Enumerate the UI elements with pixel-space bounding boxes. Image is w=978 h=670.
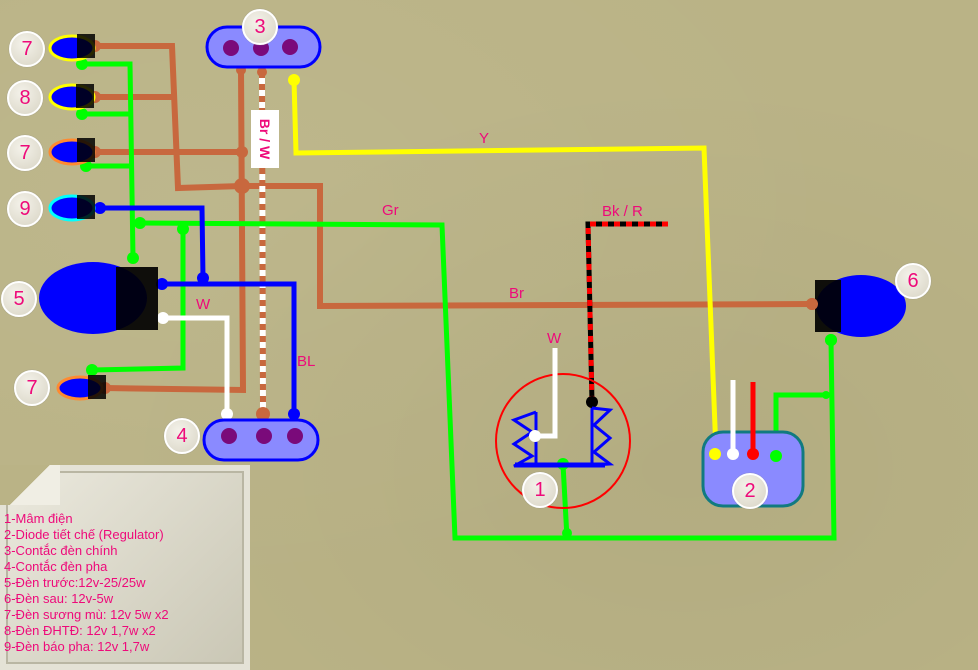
badge-high-beam-switch: 4 <box>164 418 200 454</box>
wire-label-green: Gr <box>382 202 399 219</box>
wire-label-white-headlight: W <box>196 296 211 313</box>
legend-item: 8-Đèn ĐHTĐ: 12v 1,7w x2 <box>4 623 156 638</box>
main-switch <box>205 25 322 69</box>
badge-fog-lamp-mid: 7 <box>7 135 43 171</box>
legend-item: 5-Đèn trước:12v-25/25w <box>4 575 146 590</box>
stator <box>495 348 631 509</box>
badge-stator: 1 <box>522 472 558 508</box>
legend-panel: 1-Mâm điện 2-Diode tiết chế (Regulator) … <box>0 465 250 670</box>
wire-label-brown: Br <box>509 285 524 302</box>
legend-item: 2-Diode tiết chế (Regulator) <box>4 527 164 542</box>
lamp-fog-bottom <box>56 375 106 401</box>
wire-green-lamps <box>82 61 136 259</box>
legend-item: 4-Contắc đèn pha <box>4 559 108 574</box>
badge-fog-lamp-top: 7 <box>9 31 45 67</box>
green-wires <box>82 61 837 541</box>
lamp-indicator-8 <box>48 83 96 111</box>
regulator <box>701 380 805 508</box>
legend-item: 6-Đèn sau: 12v-5w <box>4 591 114 606</box>
wire-label-black-red: Bk / R <box>602 203 643 220</box>
legend-item: 7-Đèn sương mù: 12v 5w x2 <box>4 607 169 622</box>
wire-brown-switch3-left <box>104 69 247 394</box>
legend-page-fold <box>0 465 60 505</box>
blue-wires <box>100 205 297 414</box>
badge-main-switch: 3 <box>242 9 278 45</box>
badge-regulator: 2 <box>732 473 768 509</box>
badge-headlight: 5 <box>1 281 37 317</box>
wire-green-stator <box>560 463 570 539</box>
legend-list: 1-Mâm điện 2-Diode tiết chế (Regulator) … <box>4 511 169 655</box>
wire-label-yellow: Y <box>479 130 490 147</box>
wire-blue-indicator <box>100 205 206 279</box>
lamp-fog-mid <box>48 138 96 166</box>
wire-brown-lamp7-top <box>95 43 243 192</box>
wire-green-headlight <box>91 229 186 373</box>
legend-item: 1-Mâm điện <box>4 511 73 526</box>
wire-yellow <box>291 79 719 453</box>
wire-white-headlight <box>163 315 230 414</box>
legend-item: 9-Đèn báo pha: 12v 1,7w <box>4 639 150 654</box>
wire-green-main <box>139 220 837 541</box>
legend-item: 3-Contắc đèn chính <box>4 543 118 558</box>
headlight <box>39 262 158 334</box>
wire-label-white-stator: W <box>547 330 562 347</box>
tail-light <box>815 275 906 337</box>
high-beam-switch <box>202 418 320 462</box>
lamp-high-beam-9 <box>48 194 96 222</box>
wire-label-brown-white: Br / W <box>251 110 279 168</box>
badge-high-beam-lamp: 9 <box>7 191 43 227</box>
wire-black-red <box>585 221 668 403</box>
wire-blue-headlight <box>162 281 297 414</box>
badge-fog-lamp-bottom: 7 <box>14 370 50 406</box>
wire-white-stator <box>535 348 558 439</box>
wire-brown-main <box>242 183 813 310</box>
badge-indicator-lamp: 8 <box>7 80 43 116</box>
badge-tail-light: 6 <box>895 263 931 299</box>
lamp-fog-top <box>48 34 96 62</box>
brown-wires <box>95 43 813 394</box>
wire-label-blue: BL <box>297 353 316 370</box>
